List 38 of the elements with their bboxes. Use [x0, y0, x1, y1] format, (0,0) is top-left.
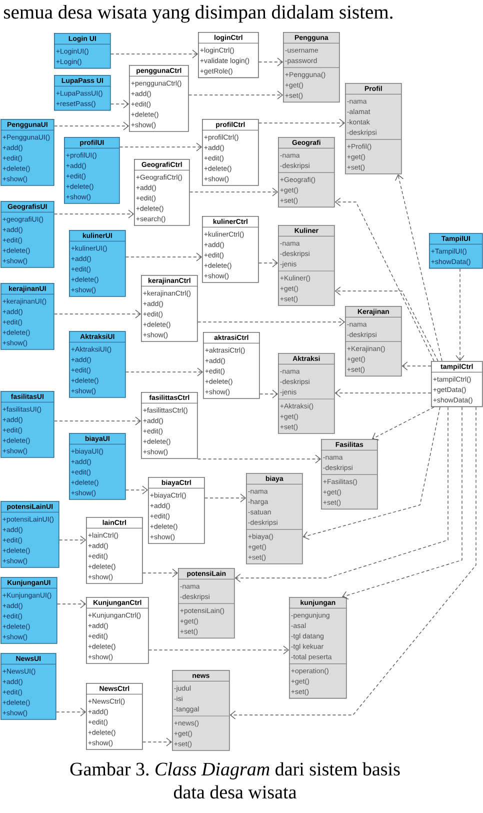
figure-caption: Gambar 3. Class Diagram dari sistem basis data desa wisata	[70, 762, 400, 799]
dependency-arrow	[110, 50, 198, 58]
body-text: semua desa wisata yang disimpan didalam sistem.	[4, 4, 392, 23]
dependency-arrow	[259, 390, 278, 398]
dependency-arrow	[188, 90, 283, 100]
dependency-arrow	[334, 388, 432, 398]
dependency-arrow	[258, 118, 345, 128]
dependency-arrow	[125, 252, 202, 262]
dependency-arrow	[54, 416, 141, 426]
dependency-arrow	[258, 258, 278, 268]
dependency-arrow	[230, 406, 476, 720]
dependency-arrow	[142, 568, 178, 578]
dependency-arrow	[204, 494, 246, 502]
dependency-arrow	[110, 100, 129, 108]
dependency-arrow	[125, 368, 203, 376]
dependency-arrow	[119, 142, 202, 152]
dependency-arrow	[456, 268, 464, 361]
dependency-arrow	[302, 406, 440, 540]
dependency-arrow	[58, 536, 86, 544]
dependency-arrow	[189, 188, 278, 196]
dependency-arrow	[334, 286, 438, 362]
dependency-arrow	[197, 318, 345, 326]
dependency-arrow	[125, 486, 148, 494]
dependency-arrow	[402, 362, 432, 370]
dependency-arrow	[395, 174, 442, 362]
dependency-arrow	[54, 210, 134, 218]
dependency-arrow	[54, 310, 141, 318]
dependency-arrow	[54, 122, 129, 130]
dependency-arrow	[197, 454, 321, 464]
dependency-arrow	[258, 58, 283, 66]
dependency-arrow	[334, 198, 434, 362]
dependency-arrow	[342, 406, 462, 600]
dependency-arrow	[372, 406, 434, 440]
dependency-arrow	[142, 738, 172, 746]
dependency-arrow	[234, 406, 448, 582]
dependency-arrow	[56, 600, 86, 608]
dependency-arrow	[148, 646, 289, 654]
dependency-arrow	[56, 708, 86, 716]
